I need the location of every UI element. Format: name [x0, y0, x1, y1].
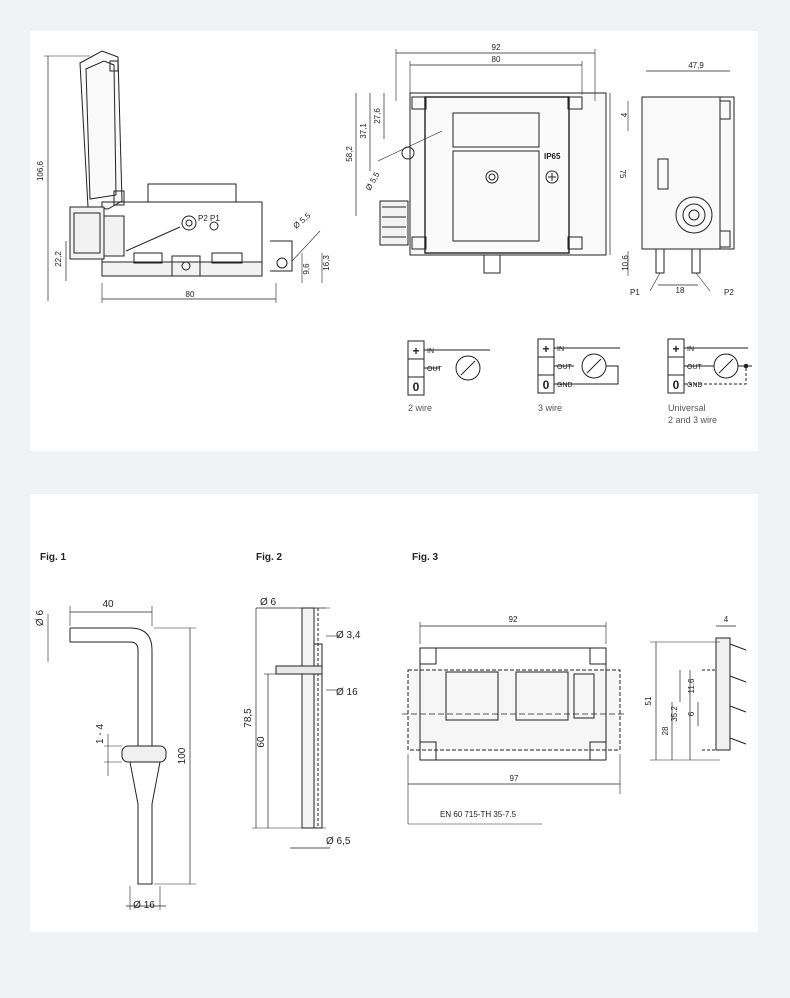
dimension-drawing-panel: 106,6 22,2 80 P2 P1 Ø 5,5 9,6 16,3 92 80…: [30, 31, 758, 451]
terminal-zero: 0: [413, 380, 420, 394]
fig3-din-rail-front: [402, 622, 626, 825]
terminal-zero: 0: [543, 378, 550, 392]
terminal-plus: +: [542, 342, 549, 356]
dim-mount-hole: Ø 5,5: [292, 211, 313, 231]
terminal-zero: 0: [673, 378, 680, 392]
dim-side-width: 80: [186, 290, 195, 299]
fig3-d35: 35.2: [670, 706, 679, 722]
dim-27: 27,6: [373, 108, 382, 124]
wire-in-label: IN: [687, 346, 694, 353]
dim-width-inner: 80: [492, 55, 501, 64]
wire-out-label: OUT: [687, 364, 703, 371]
fig3-width-top: 92: [509, 615, 518, 624]
wiring-3wire: [537, 338, 620, 394]
dim-side-a: 9,6: [302, 263, 311, 275]
fig3-rail-label: EN 60 715-TH 35-7.5: [440, 810, 517, 819]
dim-side-b: 16,3: [322, 255, 331, 271]
wire-in-label: IN: [557, 346, 564, 353]
side-view: [44, 50, 323, 303]
wiring-universal: [667, 338, 752, 394]
fig2-title: Fig. 2: [256, 552, 283, 563]
fig1-title: Fig. 1: [40, 552, 67, 563]
fig1-length: 40: [102, 599, 114, 610]
dim-58: 58,2: [345, 146, 354, 162]
dim-height-front: 75: [618, 170, 627, 179]
terminal-plus: +: [672, 342, 679, 356]
dim-height-total: 106,6: [36, 160, 45, 181]
fig2-height: 60: [256, 736, 267, 748]
fig3-d28: 28: [661, 726, 670, 735]
wiring-2wire: [407, 340, 490, 396]
fig1-dia-top: Ø 6: [35, 610, 46, 627]
fig2-dia-top: Ø 6: [260, 597, 277, 608]
wire-in-label: IN: [427, 348, 434, 355]
ip-rating: IP65: [544, 152, 561, 161]
dim-width-outer: 92: [492, 43, 501, 52]
terminal-plus: +: [412, 344, 419, 358]
fig3-d4: 4: [724, 615, 729, 624]
housing-drawing: 106,6 22,2 80 P2 P1 Ø 5,5 9,6 16,3 92 80…: [36, 43, 752, 425]
fig3-d6: 6: [687, 711, 696, 716]
fig1-gap: 1 - 4: [95, 724, 106, 744]
fig3-din-rail-side: [650, 625, 747, 761]
wire-out-label: OUT: [557, 364, 573, 371]
accessories-drawing-panel: Fig. 1 Fig. 2 Fig. 3: [30, 494, 758, 932]
fig1-bent-tube: [47, 606, 196, 910]
dim-end-width: 47,9: [688, 61, 704, 70]
fig1-height: 100: [177, 747, 188, 764]
accessories-drawing: Fig. 1 Fig. 2 Fig. 3: [35, 552, 747, 911]
end-view: [627, 70, 735, 292]
fig2-dia-a: Ø 3,4: [336, 630, 361, 641]
fig2-straight-tube: [252, 607, 340, 849]
fig2-dia-b: Ø 16: [336, 687, 358, 698]
dim-end-4: 4: [620, 112, 629, 117]
wiring-caption-sub: 2 and 3 wire: [668, 415, 717, 425]
dim-port-spacing: 18: [676, 286, 685, 295]
fig2-dia-bottom: Ø 6,5: [326, 836, 351, 847]
port-p2: P2: [724, 288, 734, 297]
dim-37: 37,1: [359, 123, 368, 139]
wiring-caption: Universal: [668, 403, 706, 413]
dim-height-base: 22,2: [54, 251, 63, 267]
fig3-d11: 11.6: [687, 678, 696, 694]
fig2-height-total: 78,5: [243, 708, 254, 728]
dim-end-10: 10,6: [621, 255, 630, 271]
port-labels: P2 P1: [198, 214, 220, 223]
fig3-width-bottom: 97: [510, 774, 519, 783]
wire-gnd-label: GND: [557, 382, 573, 389]
wiring-caption: 3 wire: [538, 403, 562, 413]
fig3-d51: 51: [644, 696, 653, 705]
wiring-caption: 2 wire: [408, 403, 432, 413]
wire-out-label: OUT: [427, 366, 443, 373]
fig1-dia-bottom: Ø 16: [133, 900, 155, 911]
front-view: [355, 49, 611, 274]
fig3-title: Fig. 3: [412, 552, 439, 563]
port-p1: P1: [630, 288, 640, 297]
wire-gnd-label: GND: [687, 382, 703, 389]
dim-front-hole: Ø 5,5: [364, 170, 382, 192]
